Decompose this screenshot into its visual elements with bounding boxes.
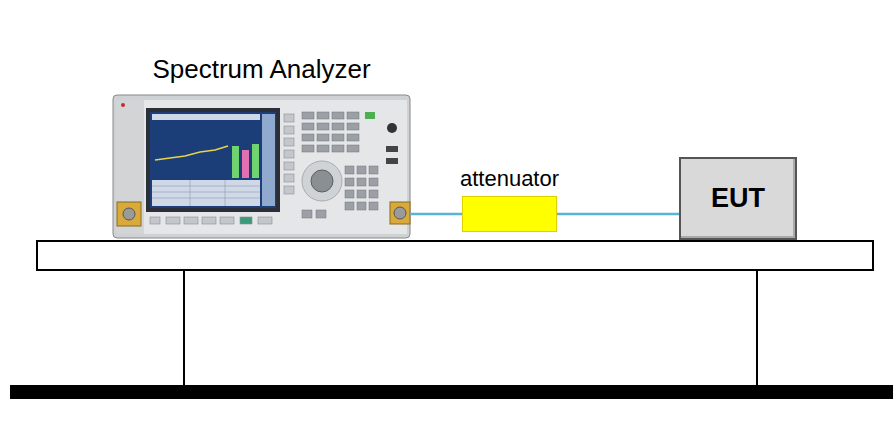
bottom-keys xyxy=(150,217,272,224)
analyzer-case xyxy=(113,95,410,238)
table-leg xyxy=(756,270,758,386)
screen-header xyxy=(152,114,260,120)
knob xyxy=(311,170,333,192)
coax-cable xyxy=(410,213,462,216)
screen-bar xyxy=(242,150,249,178)
brand-mark xyxy=(121,103,125,107)
screen-bar xyxy=(232,146,239,178)
screen-table-lines xyxy=(152,180,260,206)
rf-input-port xyxy=(390,202,410,224)
headphone-jack xyxy=(387,123,397,133)
screen-frame xyxy=(146,108,280,212)
attenuator-box: attenuator xyxy=(462,196,557,232)
equipment-label: attenuator xyxy=(460,167,559,191)
ground-plane xyxy=(10,385,893,399)
eut-box: EUT xyxy=(679,157,797,240)
green-key xyxy=(365,112,375,119)
analyzer-left-strip xyxy=(116,100,144,234)
instrument-box: Spectrum Analyzer xyxy=(113,95,410,238)
rf-connector xyxy=(394,207,406,219)
probe-port xyxy=(117,202,141,226)
keypad xyxy=(302,112,378,218)
screen-table xyxy=(152,180,260,206)
usb-port xyxy=(386,158,398,164)
knob-ring xyxy=(302,161,342,201)
table-leg xyxy=(183,270,185,386)
probe-connector xyxy=(123,208,135,220)
usb-port xyxy=(386,146,398,152)
coax-cable xyxy=(557,213,679,216)
trace-curve xyxy=(155,146,228,160)
softkeys xyxy=(284,114,294,194)
screen xyxy=(150,112,276,208)
analyzer-front xyxy=(116,100,407,234)
table-top xyxy=(37,241,873,270)
box-label: EUT xyxy=(711,184,765,214)
equipment-label: Spectrum Analyzer xyxy=(152,55,370,84)
screen-bar xyxy=(252,144,259,178)
screen-menu xyxy=(262,114,275,206)
